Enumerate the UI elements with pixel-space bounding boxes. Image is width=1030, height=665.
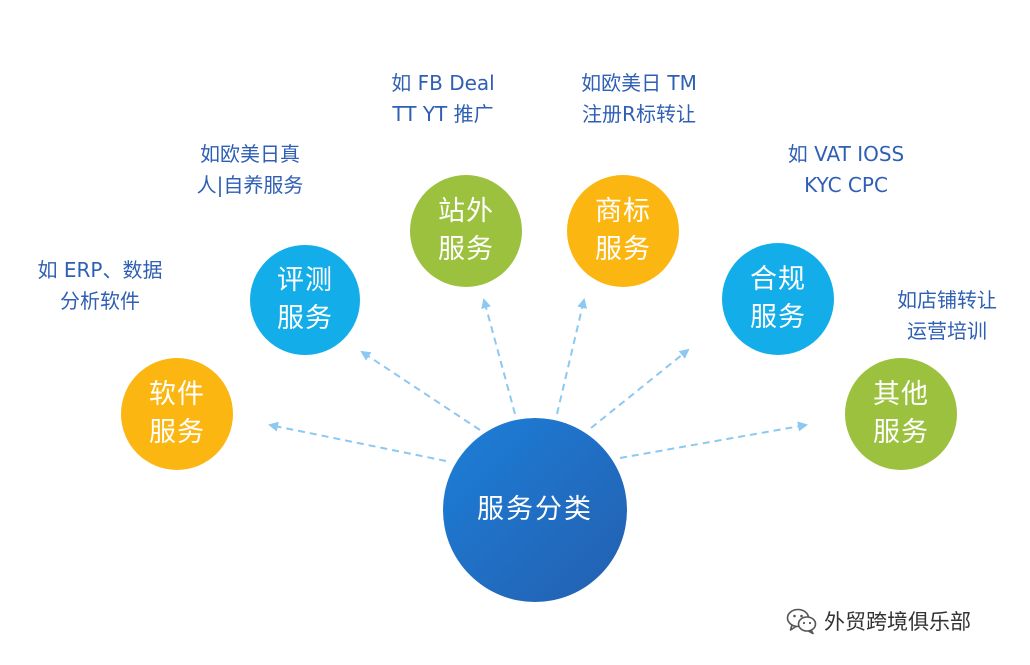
watermark-text: 外贸跨境俱乐部 (824, 610, 971, 634)
desc-other-line1: 如店铺转让 (897, 288, 997, 312)
node-review-line2: 服务 (277, 303, 333, 334)
desc-software-line1: 如 ERP、数据 (37, 258, 163, 282)
desc-other: 如店铺转让 运营培训 (867, 285, 1027, 347)
desc-software: 如 ERP、数据 分析软件 (10, 255, 190, 317)
node-compliance-line2: 服务 (750, 302, 806, 333)
desc-trademark-line2: 注册R标转让 (582, 102, 696, 126)
node-trademark-service: 商标 服务 (567, 175, 679, 287)
desc-offsite-line2: TT YT 推广 (392, 102, 494, 126)
desc-review-line1: 如欧美日真 (200, 142, 300, 166)
center-node-service-categories: 服务分类 (443, 418, 627, 602)
node-other-line1: 其他 (873, 379, 929, 410)
desc-offsite: 如 FB Deal TT YT 推广 (353, 68, 533, 130)
node-review-line1: 评测 (277, 265, 333, 296)
arrow-to-software (268, 421, 447, 462)
node-other-service: 其他 服务 (845, 358, 957, 470)
node-software-line1: 软件 (149, 379, 205, 410)
desc-compliance-line2: KYC CPC (804, 173, 888, 197)
node-trademark-line1: 商标 (595, 196, 651, 227)
desc-review-line2: 人|自养服务 (196, 173, 304, 197)
desc-compliance-line1: 如 VAT IOSS (787, 142, 905, 166)
node-other-line2: 服务 (873, 417, 929, 448)
center-node-label: 服务分类 (477, 494, 593, 525)
watermark: 外贸跨境俱乐部 (786, 606, 971, 636)
node-software-line2: 服务 (149, 417, 205, 448)
node-trademark-line2: 服务 (595, 234, 651, 265)
desc-trademark-line1: 如欧美日 TM (581, 71, 697, 95)
arrow-to-offsite (481, 298, 516, 415)
desc-offsite-line1: 如 FB Deal (391, 71, 495, 95)
desc-trademark: 如欧美日 TM 注册R标转让 (544, 68, 734, 130)
node-compliance-line1: 合规 (750, 264, 806, 295)
node-offsite-service: 站外 服务 (410, 175, 522, 287)
node-software-service: 软件 服务 (121, 358, 233, 470)
arrow-to-compliance (590, 348, 690, 429)
node-review-service: 评测 服务 (250, 245, 360, 355)
arrow-to-trademark (556, 298, 588, 415)
desc-software-line2: 分析软件 (60, 289, 140, 313)
desc-other-line2: 运营培训 (907, 319, 987, 343)
wechat-icon (786, 607, 818, 635)
desc-review: 如欧美日真 人|自养服务 (160, 139, 340, 201)
arrow-to-other (619, 421, 808, 459)
desc-compliance: 如 VAT IOSS KYC CPC (756, 139, 936, 201)
node-compliance-service: 合规 服务 (722, 243, 834, 355)
node-offsite-line1: 站外 (438, 196, 494, 227)
node-offsite-line2: 服务 (438, 234, 494, 265)
arrow-to-review (360, 350, 481, 431)
